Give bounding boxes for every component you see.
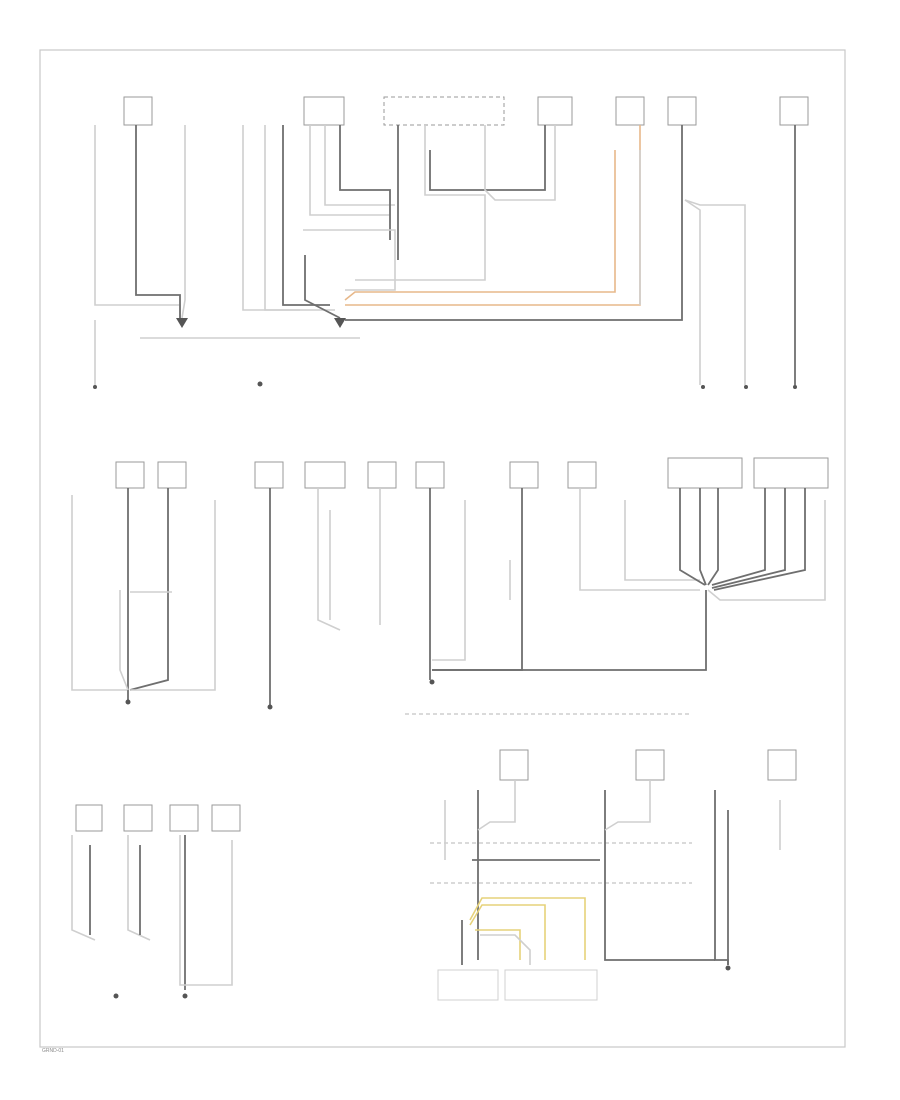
component-box [367,461,397,489]
section-top [93,96,809,389]
wire [127,835,151,941]
wire [432,590,707,671]
wire [484,125,556,201]
wire [309,125,390,216]
wire [71,835,96,941]
wire [355,125,486,281]
wire [475,929,521,960]
component-box [254,461,284,489]
component-box [75,804,103,832]
wire [713,488,806,591]
wire [71,495,128,691]
ground-point [725,965,731,971]
ground-point [93,385,97,389]
wire [477,780,516,831]
wire [432,488,523,671]
component-box [615,96,645,126]
wire [699,488,707,586]
wire [317,488,341,631]
wire [119,590,129,691]
wire [303,229,396,291]
wire [711,488,786,589]
ground-point [701,385,705,389]
wire [480,934,531,965]
component-box [304,461,346,489]
component-box [635,749,665,781]
component-box [437,969,499,1001]
component-box [667,96,697,126]
wire [624,500,700,581]
component-box [499,749,529,781]
ground-point [257,381,263,387]
wire [604,790,715,961]
wire [429,125,546,191]
wire [181,125,186,319]
diagram-frame [39,49,846,1048]
wire [579,488,700,591]
ground-point [429,679,435,685]
component-box [115,461,145,489]
ground-point [744,385,748,389]
wire [432,500,466,661]
wire [344,150,616,301]
component-box [567,461,597,489]
component-box [767,749,797,781]
component-box [667,457,743,489]
section-bottom [71,749,797,1001]
component-box [303,96,345,126]
junction-marker [176,318,188,328]
ground-point [182,993,188,999]
wire [135,125,181,320]
ground-point [125,699,131,705]
wire [339,125,391,240]
component-box [123,804,153,832]
wire [129,488,169,691]
component-box [169,804,199,832]
component-box [537,96,573,126]
wire [707,488,719,586]
wire [242,125,300,311]
component-box [504,969,598,1001]
wire [684,199,701,385]
wire [679,488,706,586]
section-middle [71,457,829,715]
wire [684,199,746,385]
ground-point [267,704,273,710]
diagram-code: GRND-01 [42,1048,64,1054]
wire [711,488,766,586]
wire [469,897,586,960]
wire [304,255,341,319]
component-box [509,461,539,489]
wire [324,125,395,206]
ground-point [793,385,797,389]
wire [179,835,233,986]
wire [264,125,335,311]
component-box [779,96,809,126]
wire [345,125,683,321]
wire [707,500,826,601]
component-box [157,461,187,489]
wire [130,500,216,691]
ground-point [113,993,119,999]
component-box [383,96,505,126]
component-box [123,96,153,126]
component-box [211,804,241,832]
component-box [415,461,445,489]
component-box [753,457,829,489]
wire [94,125,181,320]
wire [714,790,729,965]
wire [604,780,651,831]
wire [469,904,546,960]
junction-marker [334,318,346,328]
